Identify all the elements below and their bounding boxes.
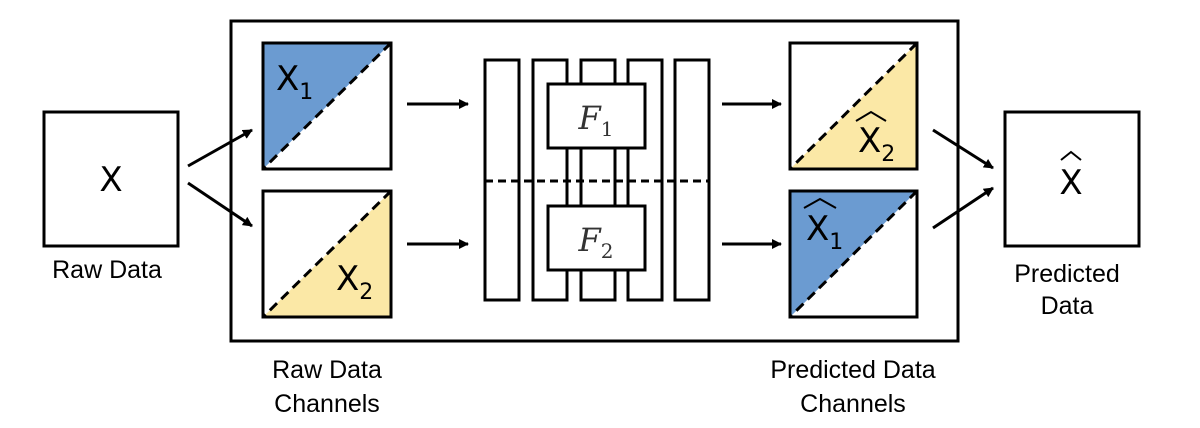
arrow-raw-to-channel-2	[187, 181, 253, 228]
model-container	[229, 19, 960, 343]
predicted-data-hat	[1060, 150, 1082, 161]
subnetwork-f2-label: F2	[578, 221, 614, 263]
raw-data-label: Raw Data	[52, 256, 162, 284]
subnetwork-f1-box	[546, 82, 647, 150]
predicted-data-box	[1003, 110, 1141, 248]
predicted-channel-2: X2	[788, 41, 919, 171]
predicted-data-symbol: X	[1059, 163, 1082, 203]
predicted-channel-1-diagonal	[788, 189, 919, 319]
arrow-predicted-2-to-output	[932, 128, 994, 170]
raw-channel-1-symbol: X1	[276, 59, 313, 105]
raw-channel-1: X1	[261, 41, 393, 171]
predicted-channel-1-hat	[803, 197, 837, 209]
raw-data-symbol: X	[99, 160, 122, 200]
raw-channel-2-diagonal	[261, 189, 393, 319]
raw-channel-1-diagonal	[261, 41, 393, 171]
network: F1 F2	[483, 58, 711, 302]
predicted-channel-1: X1	[788, 189, 919, 319]
predicted-channel-2-symbol: X2	[858, 121, 895, 167]
raw-channel-2-symbol: X2	[336, 259, 373, 305]
raw-data-box	[42, 110, 180, 248]
predicted-channel-1-symbol: X1	[806, 209, 843, 255]
subnetwork-f2-box	[546, 204, 647, 272]
subnetwork-f1-label: F1	[578, 99, 614, 141]
raw-channel-2: X2	[261, 189, 393, 319]
arrow-predicted-1-to-output	[932, 186, 994, 230]
predicted-channel-2-hat	[855, 110, 887, 122]
predicted-channel-2-diagonal	[788, 41, 919, 171]
arrow-raw-to-channel-1	[187, 128, 253, 168]
